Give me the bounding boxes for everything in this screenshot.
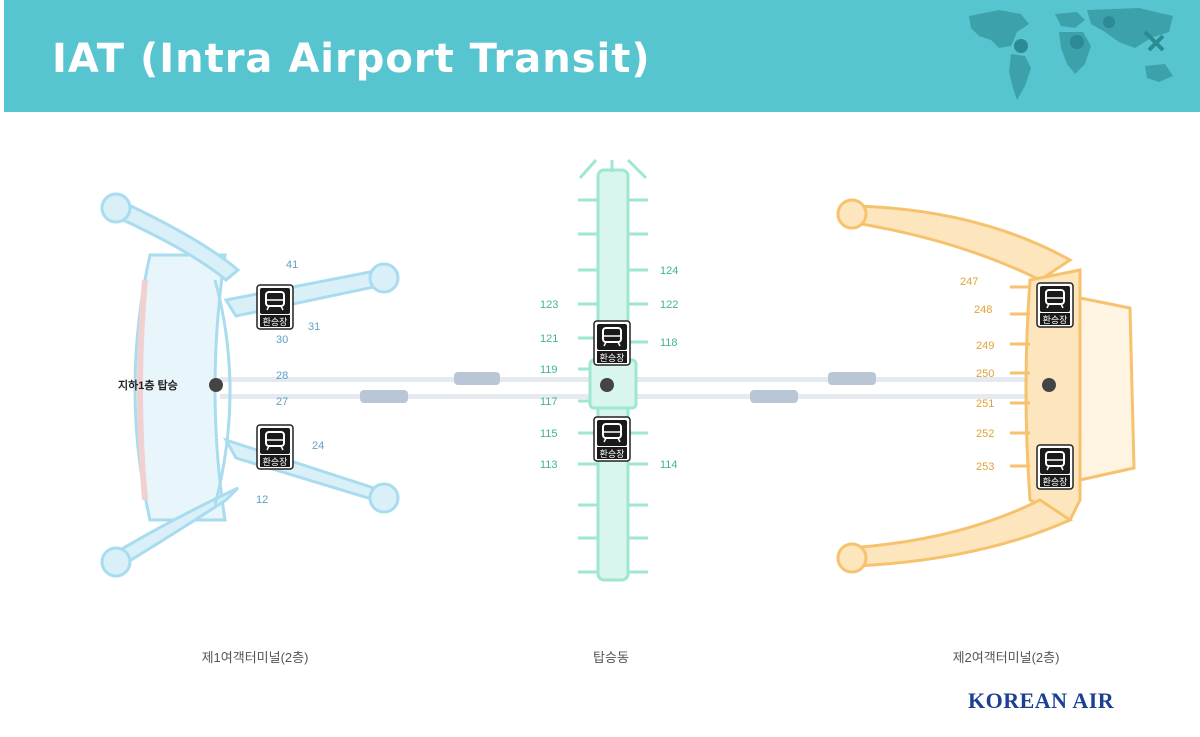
transfer-label: 환승장 [600, 448, 625, 459]
gate-30: 30 [276, 334, 288, 346]
gate-123: 123 [540, 299, 558, 311]
gate-247: 247 [960, 276, 978, 288]
gate-253: 253 [976, 461, 994, 473]
concourse-caption: 탑승동 [593, 650, 629, 665]
gate-251: 251 [976, 398, 994, 410]
shuttle-train [750, 390, 798, 403]
korean-air-logo: KOREAN AIR [968, 688, 1115, 713]
transfer-label: 환승장 [1043, 314, 1068, 325]
gate-41: 41 [286, 259, 298, 271]
t2-station-dot [1042, 378, 1056, 392]
shuttle-train [828, 372, 876, 385]
gate-27: 27 [276, 396, 288, 408]
t1-station-label: 지하1층 탑승 [118, 378, 178, 392]
world-map-icon [969, 8, 1173, 100]
transfer-label: 환승장 [1043, 476, 1068, 487]
gate-124: 124 [660, 265, 678, 277]
gate-12: 12 [256, 494, 268, 506]
gate-252: 252 [976, 428, 994, 440]
concourse-station-dot [600, 378, 614, 392]
gate-28: 28 [276, 370, 288, 382]
gate-122: 122 [660, 299, 678, 311]
gate-24: 24 [312, 440, 324, 452]
gate-121: 121 [540, 333, 558, 345]
transfer-badge-t1-north: 환승장 [256, 284, 294, 330]
transit-diagram: 지하1층 탑승 41 31 30 28 27 24 12 124 123 [100, 158, 1136, 665]
gate-248: 248 [974, 304, 992, 316]
slide-title: IAT (Intra Airport Transit) [52, 36, 651, 82]
gate-118: 118 [660, 337, 678, 349]
gate-249: 249 [976, 340, 994, 352]
transfer-label: 환승장 [263, 456, 288, 467]
shuttle-train [454, 372, 500, 385]
gate-115: 115 [540, 428, 558, 440]
transfer-badge-t2-south: 환승장 [1036, 444, 1074, 490]
gate-113: 113 [540, 459, 558, 471]
terminal2-caption: 제2여객터미널(2층) [953, 650, 1060, 665]
transfer-label: 환승장 [263, 316, 288, 327]
gate-114: 114 [660, 459, 678, 471]
concourse-map [578, 158, 648, 582]
transfer-badge-concourse-north: 환승장 [593, 320, 631, 366]
gate-117: 117 [540, 396, 558, 408]
slide-header: IAT (Intra Airport Transit) [4, 0, 1200, 112]
transfer-badge-concourse-south: 환승장 [593, 416, 631, 462]
transfer-badge-t1-south: 환승장 [256, 424, 294, 470]
terminal2-map [836, 198, 1136, 574]
terminal1-caption: 제1여객터미널(2층) [202, 650, 309, 665]
transfer-badge-t2-north: 환승장 [1036, 282, 1074, 328]
gate-250: 250 [976, 368, 994, 380]
t1-station-dot [209, 378, 223, 392]
gate-119: 119 [540, 364, 558, 376]
transfer-label: 환승장 [600, 352, 625, 363]
shuttle-train [360, 390, 408, 403]
gate-31: 31 [308, 321, 320, 333]
